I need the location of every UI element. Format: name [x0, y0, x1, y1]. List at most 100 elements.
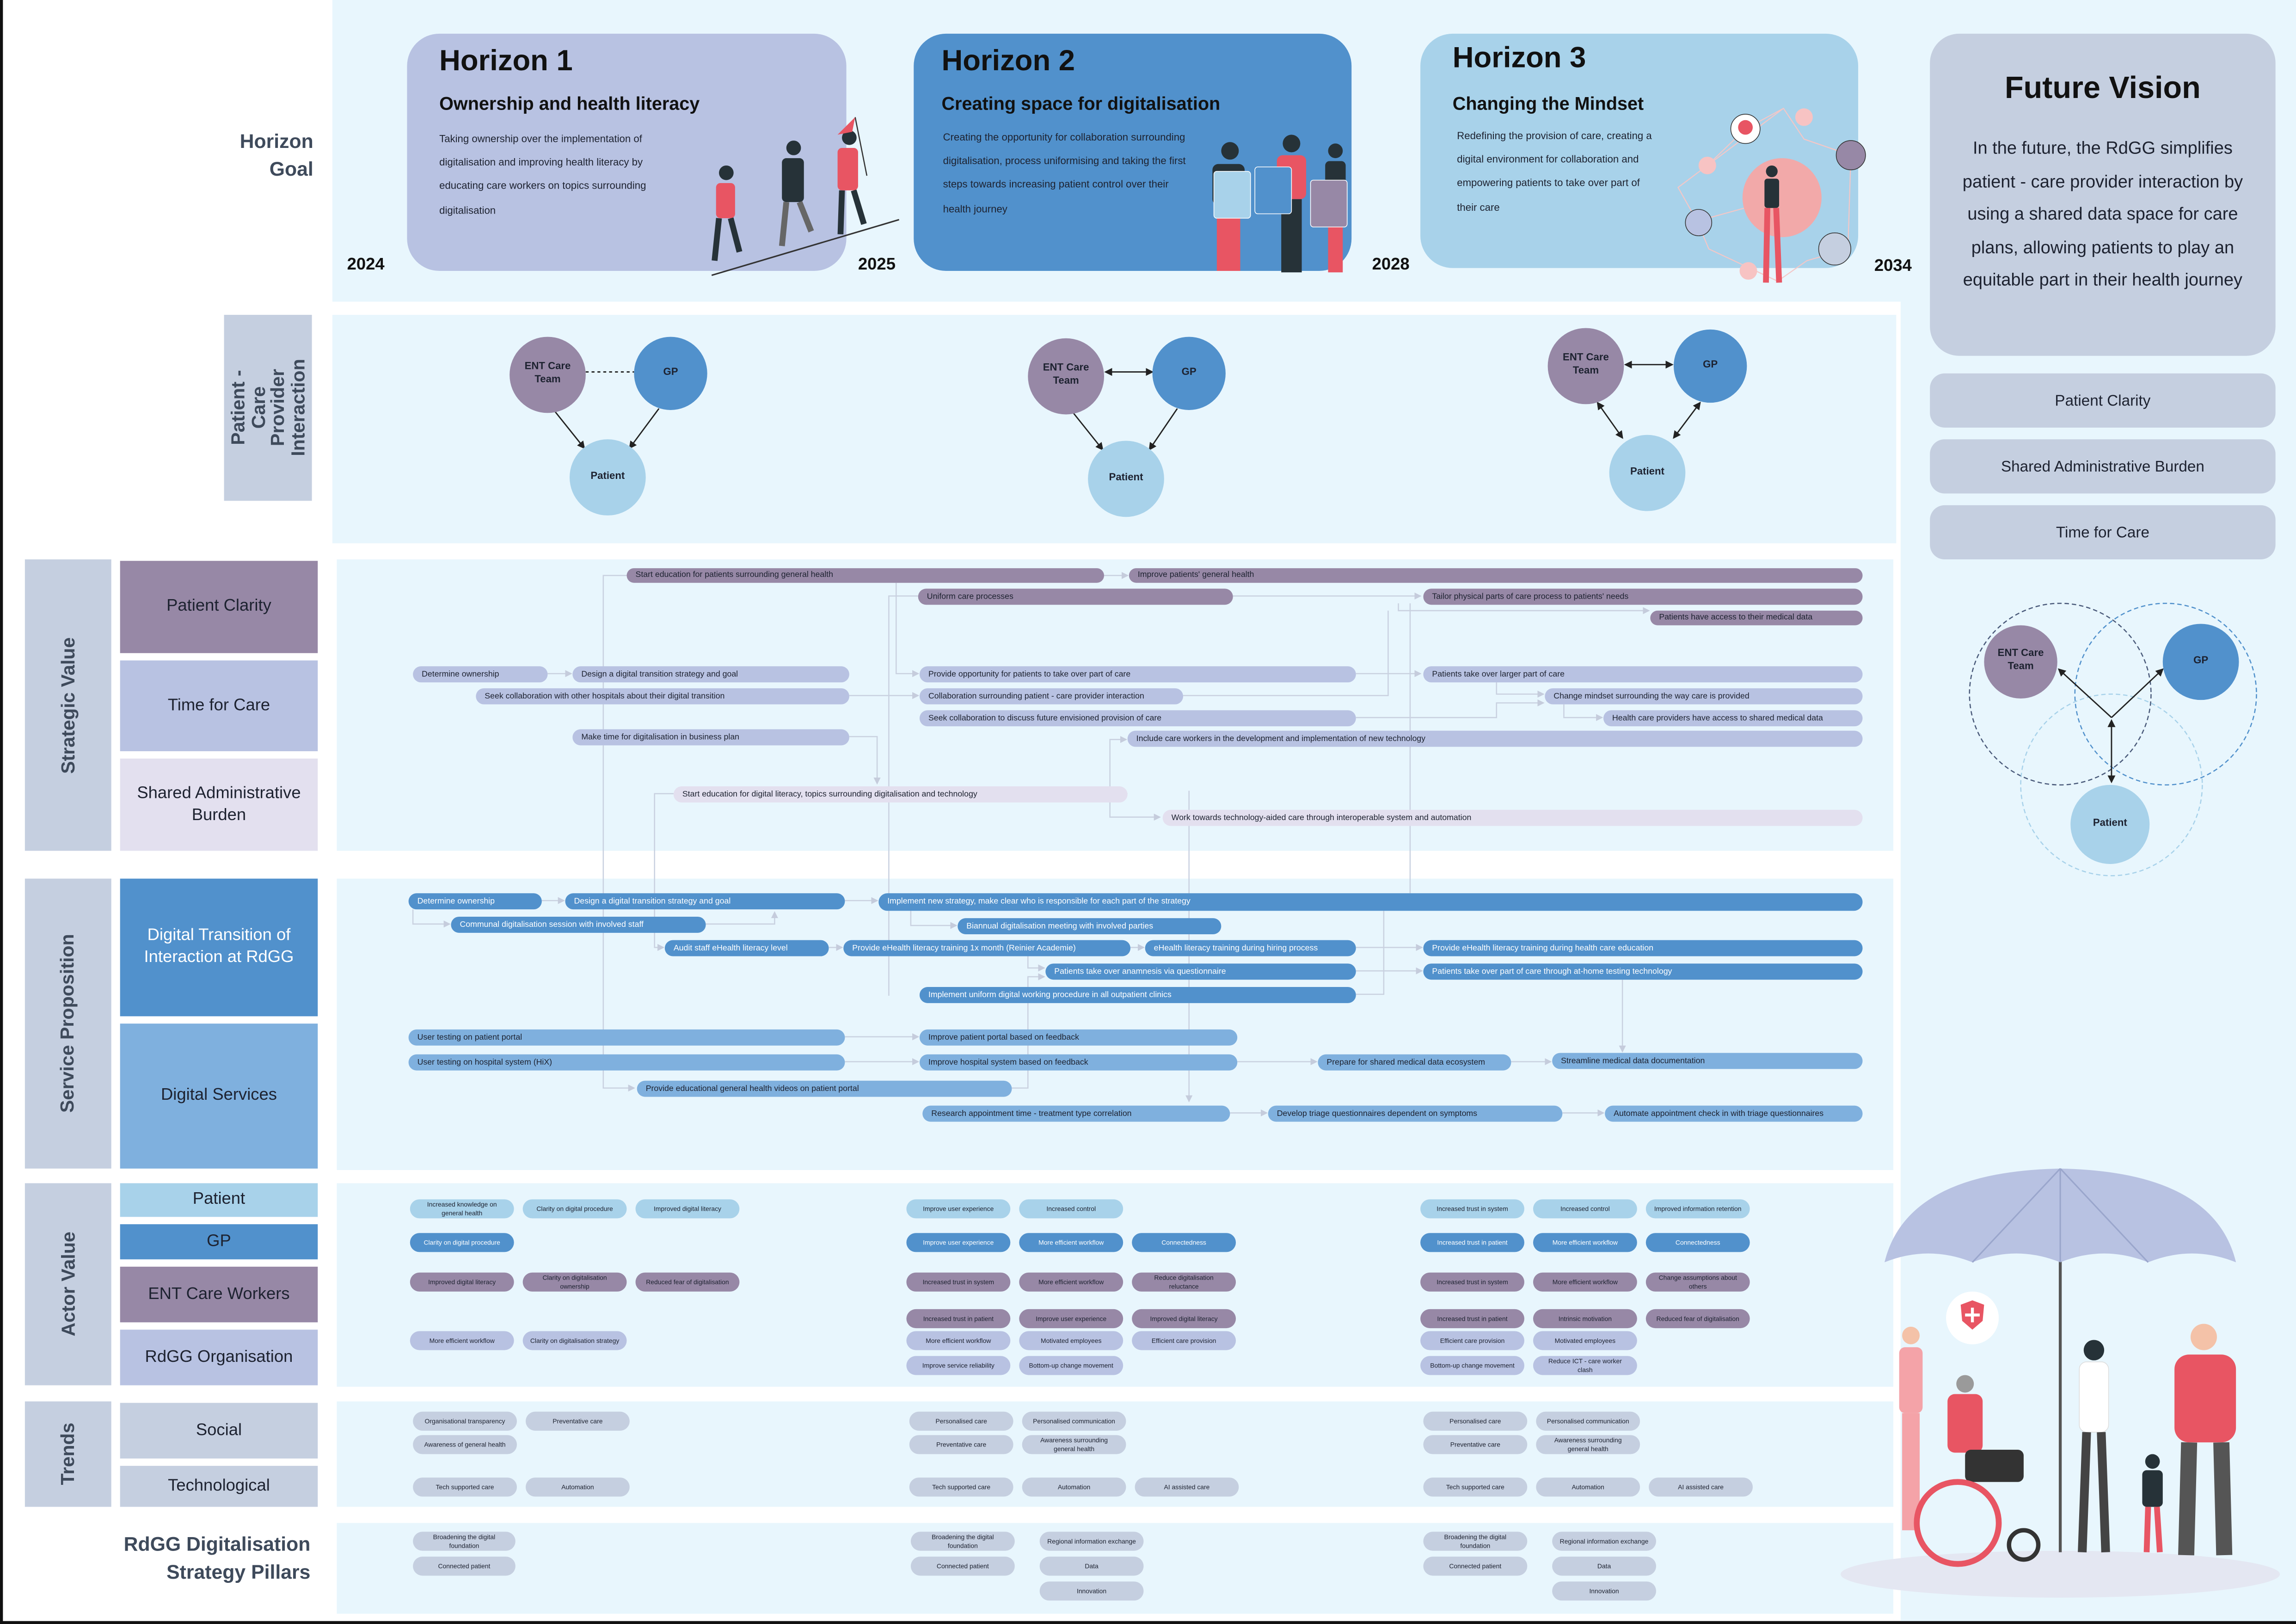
- strategic-item: Provide opportunity for patients to take…: [919, 666, 1356, 683]
- trend-technological: Tech supported care: [1423, 1477, 1528, 1497]
- actor-value-rdgg: More efficient workflow: [906, 1331, 1011, 1350]
- strategy-pillar: Innovation: [1552, 1581, 1656, 1601]
- horizon-3-description: Redefining the provision of care, creati…: [1457, 132, 1652, 214]
- vision-value-time-for-care: Time for Care: [1930, 505, 2276, 560]
- service-item: Implement new strategy, make clear who i…: [878, 893, 1863, 911]
- strategy-pillar: Connected patient: [910, 1557, 1015, 1576]
- category-digital-transition: Digital Transition of Interaction at RdG…: [120, 878, 318, 1017]
- actor-value-ent: Change assumptions about others: [1645, 1272, 1750, 1292]
- actor-patient: Patient: [120, 1183, 318, 1217]
- horizon-1-subtitle: Ownership and health literacy: [439, 93, 700, 115]
- h3-node-patient: Patient: [1609, 435, 1686, 511]
- service-item: Develop triage questionnaires dependent …: [1268, 1105, 1563, 1122]
- actor-value-gp: Connectedness: [1645, 1233, 1750, 1252]
- service-item: Biannual digitalisation meeting with inv…: [958, 918, 1222, 934]
- trend-technological: AI assisted care: [1135, 1477, 1239, 1497]
- actor-value-rdgg: Bottom-up change movement: [1420, 1356, 1524, 1375]
- strategic-item: Collaboration surrounding patient - care…: [919, 688, 1184, 705]
- service-item: Provide eHealth literacy training 1x mon…: [843, 940, 1131, 956]
- actor-value-rdgg: More efficient workflow: [410, 1331, 514, 1350]
- service-item: Provide eHealth literacy training during…: [1423, 940, 1863, 956]
- trend-social: Social: [120, 1403, 318, 1459]
- actor-value-rdgg: Motivated employees: [1533, 1331, 1637, 1350]
- h1-node-gp: GP: [634, 337, 707, 410]
- trend-social: Personalised communication: [1022, 1411, 1126, 1431]
- strategy-pillar: Broadening the digital foundation: [910, 1532, 1015, 1551]
- actor-value-rdgg: Efficient care provision: [1420, 1331, 1524, 1350]
- strategy-pillar: Data: [1039, 1557, 1144, 1576]
- trend-social: Personalised care: [909, 1411, 1013, 1431]
- future-vision-title: Future Vision: [2005, 72, 2201, 106]
- actor-value-patient: Improved information retention: [1645, 1199, 1750, 1219]
- strategy-pillar: Broadening the digital foundation: [1423, 1532, 1528, 1551]
- h1-node-ent-care-team: ENT Care Team: [510, 337, 586, 413]
- service-item: eHealth literacy training during hiring …: [1145, 940, 1356, 956]
- strategic-item: Health care providers have access to sha…: [1603, 710, 1863, 727]
- strategic-item: Work towards technology-aided care throu…: [1162, 809, 1863, 826]
- actor-value-label-text: Actor Value: [56, 1232, 79, 1337]
- future-vision-card: Future Vision In the future, the RdGG si…: [1930, 33, 2276, 356]
- actor-value-gp: Clarity on digital procedure: [410, 1233, 514, 1252]
- strategic-value-label-text: Strategic Value: [56, 637, 79, 773]
- trend-technological: AI assisted care: [1649, 1477, 1753, 1497]
- vision-node-patient: Patient: [2070, 784, 2150, 864]
- strategy-pillar: Connected patient: [1423, 1557, 1528, 1576]
- year-2034: 2034: [1874, 257, 1912, 276]
- year-2025: 2025: [858, 256, 896, 274]
- category-time-for-care: Time for Care: [120, 660, 318, 752]
- service-item: Audit staff eHealth literacy level: [664, 940, 829, 956]
- strategic-item: Design a digital transition strategy and…: [572, 666, 849, 683]
- service-item: Communal digitalisation session with inv…: [451, 916, 706, 933]
- h1-node-patient: Patient: [570, 439, 646, 516]
- strategic-item: Change mindset surrounding the way care …: [1545, 688, 1863, 705]
- service-item: Provide educational general health video…: [637, 1080, 1012, 1097]
- actor-rdgg-organisation: RdGG Organisation: [120, 1330, 318, 1385]
- actor-value-patient: Clarity on digital procedure: [522, 1199, 627, 1219]
- strategic-item: Include care workers in the development …: [1127, 730, 1863, 747]
- actor-value-patient: Increased control: [1533, 1199, 1637, 1219]
- actor-value-ent: More efficient workflow: [1019, 1272, 1123, 1292]
- strategy-pillar: Data: [1552, 1557, 1656, 1576]
- service-item: Streamline medical data documentation: [1552, 1053, 1863, 1069]
- actor-value-rdgg: Efficient care provision: [1132, 1331, 1236, 1350]
- trend-technological: Automation: [1022, 1477, 1126, 1497]
- service-item: Improve hospital system based on feedbac…: [919, 1054, 1238, 1071]
- horizon-3-subtitle: Changing the Mindset: [1452, 93, 1644, 115]
- actor-value-ent: Improved digital literacy: [1132, 1309, 1236, 1329]
- actor-gp: GP: [120, 1224, 318, 1260]
- service-item: Prepare for shared medical data ecosyste…: [1318, 1054, 1511, 1071]
- vision-node-gp: GP: [2162, 624, 2239, 700]
- interaction-label: Patient - Care Provider Interaction: [224, 315, 312, 501]
- strategic-item: Tailor physical parts of care process to…: [1423, 588, 1863, 605]
- strategic-item: Seek collaboration to discuss future env…: [919, 710, 1356, 727]
- strategic-item: Patients take over larger part of care: [1423, 666, 1863, 683]
- vision-value-patient-clarity: Patient Clarity: [1930, 373, 2276, 428]
- horizon-2-title: Horizon 2: [941, 45, 1075, 78]
- trend-social: Awareness of general health: [413, 1435, 517, 1454]
- year-2028: 2028: [1372, 256, 1410, 274]
- interaction-label-text: Patient - Care Provider Interaction: [227, 359, 309, 457]
- horizon-3-title: Horizon 3: [1452, 42, 1586, 75]
- actor-value-rdgg: Bottom-up change movement: [1019, 1356, 1123, 1375]
- trend-social: Organisational transparency: [413, 1411, 517, 1431]
- trends-label-text: Trends: [56, 1422, 79, 1486]
- actor-value-ent: Intrinsic motivation: [1533, 1309, 1637, 1329]
- actor-ent-care-workers: ENT Care Workers: [120, 1267, 318, 1323]
- service-item: Design a digital transition strategy and…: [565, 893, 845, 910]
- trend-social: Preventative care: [525, 1411, 630, 1431]
- horizon-3-card: Horizon 3 Changing the Mindset Redefinin…: [1420, 33, 1859, 268]
- strategic-item: Start education for digital literacy, to…: [673, 786, 1128, 803]
- service-item: Patients take over part of care through …: [1423, 963, 1863, 980]
- h2-node-gp: GP: [1152, 337, 1226, 410]
- actor-value-rdgg: Motivated employees: [1019, 1331, 1123, 1350]
- actor-value-gp: More efficient workflow: [1533, 1233, 1637, 1252]
- service-item: User testing on patient portal: [408, 1029, 845, 1046]
- strategy-pillar: Broadening the digital foundation: [413, 1532, 516, 1551]
- trend-social: Personalised communication: [1536, 1411, 1640, 1431]
- actor-value-patient: Increased trust in system: [1420, 1199, 1524, 1219]
- strategic-item: Start education for patients surrounding…: [626, 568, 1104, 583]
- trend-technological: Technological: [120, 1465, 318, 1507]
- actor-value-ent: Improve user experience: [1019, 1309, 1123, 1329]
- actor-value-ent: Clarity on digitalisation ownership: [522, 1272, 627, 1292]
